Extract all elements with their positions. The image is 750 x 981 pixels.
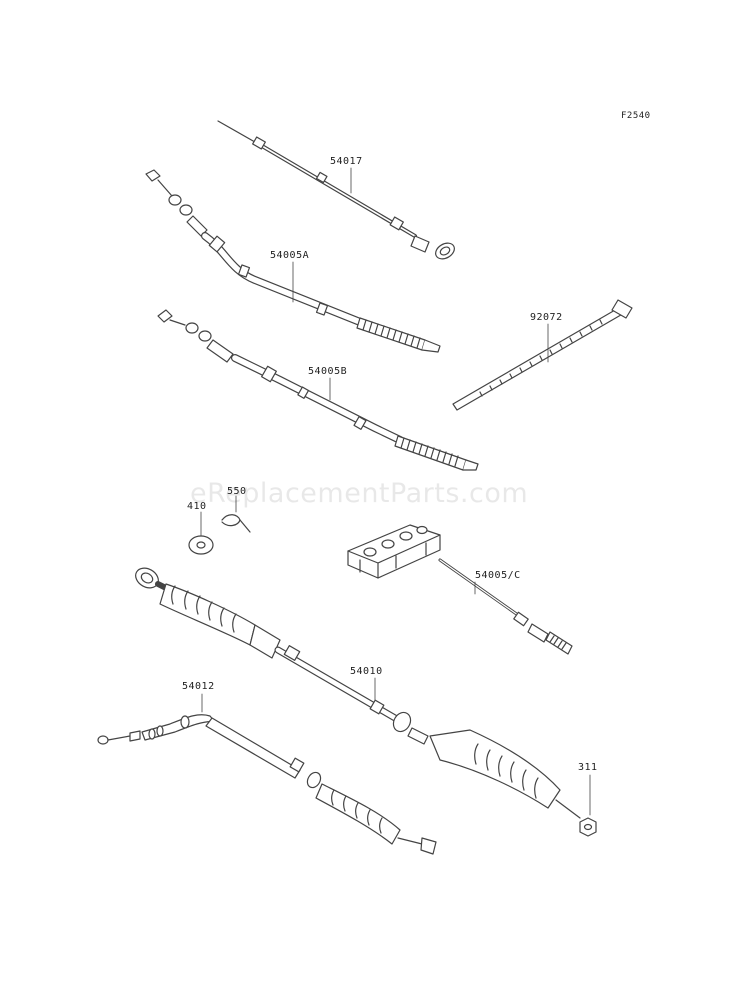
part-label-54005a[interactable]: 54005A <box>270 250 310 261</box>
cable-54005a-drawing <box>145 169 441 353</box>
washer-410-drawing <box>188 511 214 555</box>
cotter-pin-550-drawing <box>221 495 251 533</box>
tie-strap-92072-drawing <box>452 299 633 411</box>
part-label-92072[interactable]: 92072 <box>530 312 563 323</box>
part-label-54010[interactable]: 54010 <box>350 666 383 677</box>
cable-54005b-drawing <box>157 309 479 471</box>
cable-54012-drawing <box>97 714 437 855</box>
part-label-54012[interactable]: 54012 <box>182 681 215 692</box>
part-label-550[interactable]: 550 <box>227 486 247 497</box>
part-label-54017[interactable]: 54017 <box>330 156 363 167</box>
cable-54017-drawing <box>217 120 455 260</box>
part-label-54005b[interactable]: 54005B <box>308 366 348 377</box>
part-label-311[interactable]: 311 <box>578 762 598 773</box>
watermark-text: eReplacementParts.com <box>190 478 529 509</box>
part-label-410[interactable]: 410 <box>187 501 207 512</box>
cable-54005c-drawing <box>347 524 573 655</box>
nut-311-drawing <box>579 774 597 837</box>
leader-lines <box>201 167 549 713</box>
figure-code: F2540 <box>621 111 651 121</box>
cable-54010-drawing <box>135 567 581 819</box>
part-label-54005c[interactable]: 54005/C <box>475 570 521 581</box>
